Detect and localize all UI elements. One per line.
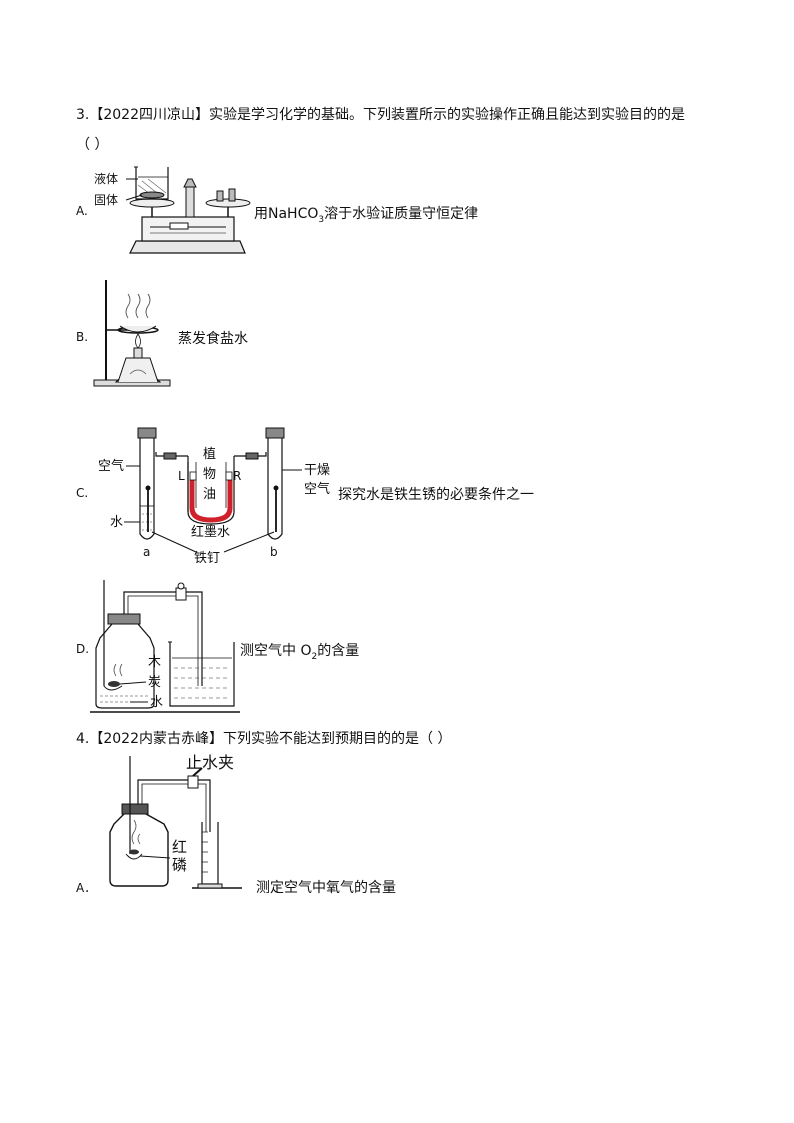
red-phosphorus-diagram: 止水夹 红 磷: [109, 753, 242, 889]
label-red-ink: 红墨水: [191, 524, 230, 540]
caption-d-post: 的含量: [317, 643, 360, 659]
label-R: R: [233, 469, 241, 483]
q4-stem: 4.【2022内蒙古赤峰】下列实验不能达到预期目的的是（ ）: [76, 728, 451, 748]
label-water-d: 水: [150, 695, 163, 710]
label-water-c: 水: [110, 515, 123, 530]
q3-answer-bracket: （ ）: [76, 137, 109, 153]
balance-diagram: 液体 固体: [94, 166, 251, 254]
label-plant-2: 物: [203, 467, 216, 482]
label-a: a: [143, 545, 150, 559]
label-b: b: [270, 545, 278, 559]
label-water-clip: 止水夹: [186, 753, 234, 772]
q3-source: 【2022四川凉山】: [89, 107, 209, 123]
label-plant-1: 植: [203, 447, 216, 462]
q3-option-b-caption: 蒸发食盐水: [178, 331, 248, 347]
q4-option-a-caption: 测定空气中氧气的含量: [256, 880, 396, 896]
q3-option-a-letter: A.: [76, 204, 88, 218]
label-L: L: [178, 469, 185, 483]
q3-option-c-letter: C.: [76, 486, 89, 500]
label-liquid: 液体: [94, 171, 118, 186]
label-solid: 固体: [94, 193, 118, 207]
q4-option-a-letter: A．: [76, 881, 97, 895]
q3-stem: 3.【2022四川凉山】实验是学习化学的基础。下列装置所示的实验操作正确且能达到…: [76, 104, 685, 124]
q3-number: 3.: [76, 107, 90, 123]
iron-rust-diagram: 空气 水 L R 植 物 油 红墨水 铁钉 a b 干燥 空气: [98, 427, 330, 566]
charcoal-oxygen-diagram: 木 炭 水: [90, 580, 240, 713]
label-dry: 干燥: [304, 463, 330, 478]
label-red: 红: [172, 838, 187, 856]
q3-stem-text: 实验是学习化学的基础。下列装置所示的实验操作正确且能达到实验目的的是: [209, 107, 685, 123]
q4-source: 【2022内蒙古赤峰】: [89, 731, 223, 747]
q3-option-d-letter: D.: [76, 642, 90, 656]
q3-option-b-letter: B.: [76, 330, 89, 344]
q4-stem-text: 下列实验不能达到预期目的的是（ ）: [223, 731, 452, 747]
caption-d-pre: 测空气中 O: [240, 643, 312, 659]
label-phosphorus: 磷: [172, 856, 187, 874]
label-wood: 木: [148, 655, 161, 670]
label-iron-nail: 铁钉: [194, 551, 220, 566]
caption-a-post: 溶于水验证质量守恒定律: [324, 206, 479, 222]
q3-option-a-caption: 用NaHCO3溶于水验证质量守恒定律: [254, 203, 478, 225]
caption-d-sub: 2: [311, 651, 318, 662]
q3-option-c-caption: 探究水是铁生锈的必要条件之一: [338, 487, 534, 503]
label-air: 空气: [98, 458, 124, 474]
q3-option-d-caption: 测空气中 O2的含量: [240, 640, 359, 662]
evaporation-diagram: [93, 280, 171, 387]
q4-number: 4.: [76, 731, 90, 747]
label-plant-3: 油: [203, 487, 216, 502]
caption-a-pre: 用NaHCO: [254, 206, 319, 222]
caption-a-sub: 3: [318, 214, 325, 225]
label-charcoal: 炭: [148, 675, 161, 690]
label-dry-air: 空气: [304, 481, 330, 497]
